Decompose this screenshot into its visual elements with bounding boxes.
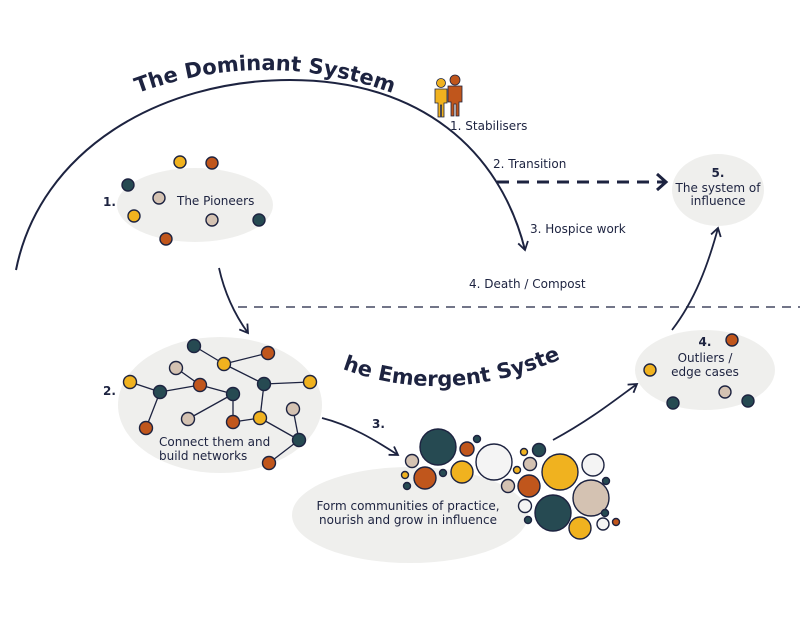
stabilisers-label: 1. Stabilisers — [450, 119, 527, 133]
pioneer-dot — [159, 232, 173, 246]
communities-blob — [292, 467, 528, 563]
communities-label-line1: Form communities of practice, — [316, 499, 499, 513]
network-node — [225, 386, 241, 402]
bubble — [523, 515, 533, 525]
pioneers-to-networks-arrow — [218, 267, 249, 335]
bubble — [568, 516, 592, 540]
networks-blob — [118, 337, 322, 473]
networks-label-line2: build networks — [159, 449, 247, 463]
network-node — [261, 455, 277, 471]
outlier-dot — [725, 333, 739, 347]
influence-blob — [672, 154, 764, 226]
bubble — [531, 442, 547, 458]
bubble — [611, 517, 621, 527]
network-node — [302, 374, 318, 390]
pioneer-dot — [121, 178, 135, 192]
pioneer-dot — [152, 191, 166, 205]
outliers-label-line1: Outliers / — [678, 351, 734, 365]
bubble — [404, 453, 420, 469]
pioneer-dot — [205, 213, 219, 227]
hospice-label: 3. Hospice work — [530, 222, 626, 236]
people-icon — [434, 74, 463, 118]
network-node — [186, 338, 202, 354]
bubble — [541, 453, 579, 491]
bubble — [475, 443, 513, 481]
influence-label-line1: The system of — [675, 181, 762, 195]
network-node — [260, 345, 276, 361]
outlier-dot — [643, 363, 657, 377]
bubble — [419, 428, 457, 466]
bubble — [596, 517, 610, 531]
network-node — [285, 401, 301, 417]
outliers-number: 4. — [699, 335, 712, 349]
pioneers-number: 1. — [103, 195, 116, 209]
bubble — [438, 468, 448, 478]
bubble — [519, 447, 529, 457]
network-node — [152, 384, 168, 400]
outlier-dot — [741, 394, 755, 408]
bubble — [413, 466, 437, 490]
network-node — [256, 376, 272, 392]
network-node — [180, 411, 196, 427]
bubble — [512, 465, 522, 475]
outliers-label-line2: edge cases — [671, 365, 739, 379]
network-node — [168, 360, 184, 376]
bubble — [402, 481, 412, 491]
network-nodes — [122, 338, 318, 471]
transition-arrowhead — [656, 172, 669, 192]
pioneer-dot — [252, 213, 266, 227]
pioneers-blob — [117, 168, 273, 242]
outlier-dots — [643, 333, 755, 410]
transition-label: 2. Transition — [493, 157, 566, 171]
networks-label-line1: Connect them and — [159, 435, 270, 449]
bubble — [601, 476, 611, 486]
communities-label-line2: nourish and grow in influence — [319, 513, 497, 527]
influence-label-line2: influence — [690, 194, 745, 208]
network-node — [252, 410, 268, 426]
pioneer-dot — [205, 156, 219, 170]
bubble — [581, 453, 605, 477]
pioneer-dots — [121, 155, 266, 246]
bubble — [500, 478, 516, 494]
bubble — [450, 460, 474, 484]
network-node — [291, 432, 307, 448]
outliers-blob — [635, 330, 775, 410]
pioneer-dot — [173, 155, 187, 169]
communities-number: 3. — [372, 417, 385, 431]
networks-number: 2. — [103, 384, 116, 398]
bubble — [517, 474, 541, 498]
bubble — [400, 470, 410, 480]
network-node — [122, 374, 138, 390]
network-node — [216, 356, 232, 372]
bubble — [517, 498, 533, 514]
bubble — [459, 441, 475, 457]
networks-to-communities-arrow — [321, 417, 400, 456]
bubble — [572, 479, 610, 517]
communities-to-outliers-arrow — [552, 383, 639, 441]
bubble — [472, 434, 482, 444]
pioneers-label: The Pioneers — [176, 194, 254, 208]
outliers-to-influence-arrow — [671, 226, 722, 331]
outlier-dot — [666, 396, 680, 410]
bubble — [600, 508, 610, 518]
dominant-system-title: The Dominant System — [131, 51, 398, 98]
outlier-dot — [718, 385, 732, 399]
community-bubbles — [400, 428, 621, 540]
network-node — [192, 377, 208, 393]
dominant-system-arc — [15, 78, 529, 271]
pioneer-dot — [127, 209, 141, 223]
network-node — [138, 420, 154, 436]
bubble — [534, 494, 572, 532]
bubble — [522, 456, 538, 472]
influence-number: 5. — [712, 166, 725, 180]
network-node — [225, 414, 241, 430]
death-compost-label: 4. Death / Compost — [469, 277, 586, 291]
